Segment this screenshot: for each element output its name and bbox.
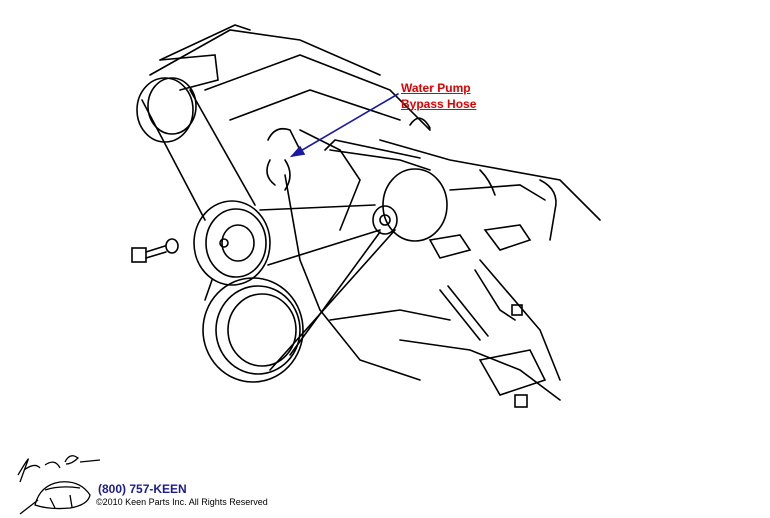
crank-pulley — [202, 277, 304, 383]
drive-belts — [141, 89, 396, 371]
engine-block — [149, 24, 601, 401]
adjusting-bracket — [439, 269, 547, 408]
bypass-hose — [266, 127, 301, 191]
pulley-bolt — [131, 238, 179, 263]
callout-water-pump-line1[interactable]: Water Pump — [401, 81, 471, 95]
callout-leader — [289, 93, 399, 158]
keen-parts-logo — [17, 455, 100, 515]
upper-pulley — [136, 54, 219, 143]
callout-bypass-hose-line2[interactable]: Bypass Hose — [401, 97, 477, 111]
phone-number: (800) 757-KEEN — [98, 482, 187, 496]
water-pump-pulley — [193, 200, 271, 286]
copyright-text: ©2010 Keen Parts Inc. All Rights Reserve… — [96, 497, 268, 507]
alternator — [324, 139, 448, 242]
